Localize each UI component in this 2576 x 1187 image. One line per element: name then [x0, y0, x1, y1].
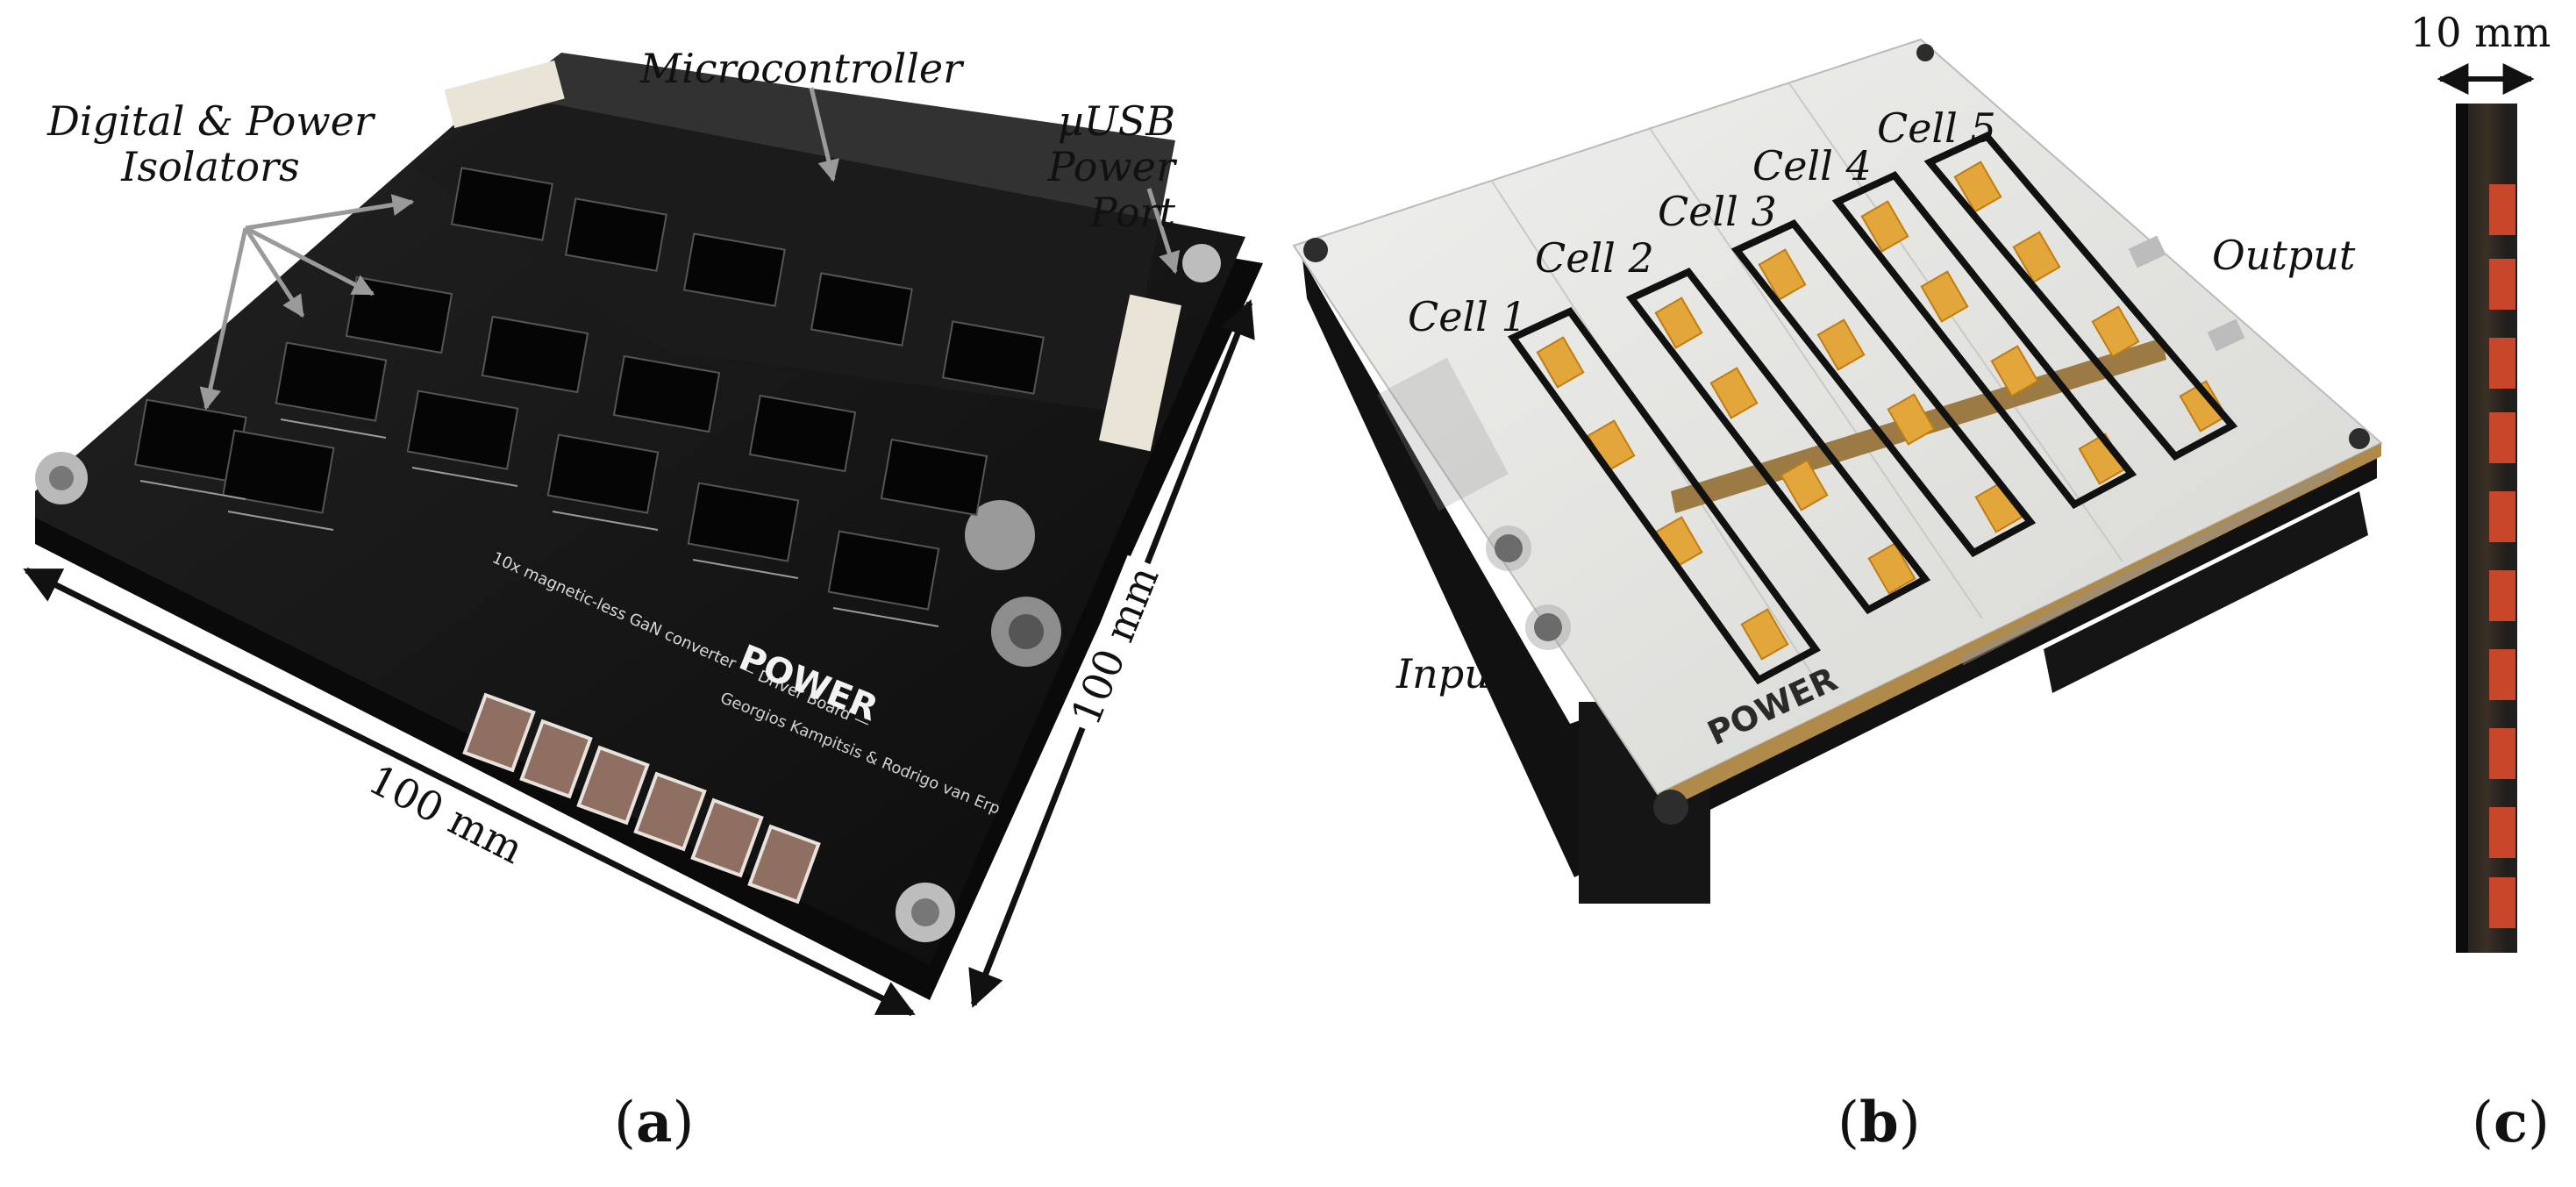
cell-2-label: Cell 2 [1535, 234, 1654, 282]
panel-c-photo [2437, 63, 2535, 953]
mcu-callout-arrow [809, 87, 839, 182]
side-capacitors [2489, 184, 2515, 928]
thickness-dimension-label: 10 mm [2405, 11, 2557, 54]
microcontroller-label: Microcontroller [640, 45, 963, 92]
panel-b-photo: POWER [1292, 38, 2383, 904]
usb-power-port-label: µUSB Power Port [930, 98, 1175, 235]
cell-4-label: Cell 4 [1752, 142, 1872, 189]
panel-a-photo: 10x magnetic-less GaN converter — Driver… [23, 53, 1263, 1017]
cell-3-outline [1730, 219, 2037, 558]
isolators-label-text: Digital & Power Isolators [47, 97, 374, 190]
cell-5-label: Cell 5 [1877, 104, 1996, 152]
input-label: Input [1396, 650, 1507, 697]
usb-callout-arrow [1146, 188, 1181, 275]
caption-letter: c [2493, 1090, 2528, 1155]
width-dimension-arrow [23, 567, 916, 1017]
cell-5-outline [1923, 132, 2238, 461]
cell-1-outline [1507, 306, 1821, 685]
cell-2-outline [1625, 268, 1931, 615]
panel-b-caption: (b) [1837, 1090, 1921, 1155]
isolators-label: Digital & Power Isolators [35, 98, 386, 189]
usb-power-port-label-text: µUSB Power Port [1047, 97, 1175, 236]
caption-letter: a [635, 1090, 673, 1155]
caption-letter: b [1859, 1090, 1899, 1155]
cell-4-outline [1831, 171, 2137, 510]
cell-1-label: Cell 1 [1408, 293, 1527, 340]
panel-c-caption: (c) [2472, 1090, 2550, 1155]
panel-a-caption: (a) [614, 1090, 695, 1155]
cell-3-label: Cell 3 [1658, 188, 1777, 235]
isolator-callout-arrows [199, 194, 415, 411]
output-label: Output [2212, 232, 2356, 279]
